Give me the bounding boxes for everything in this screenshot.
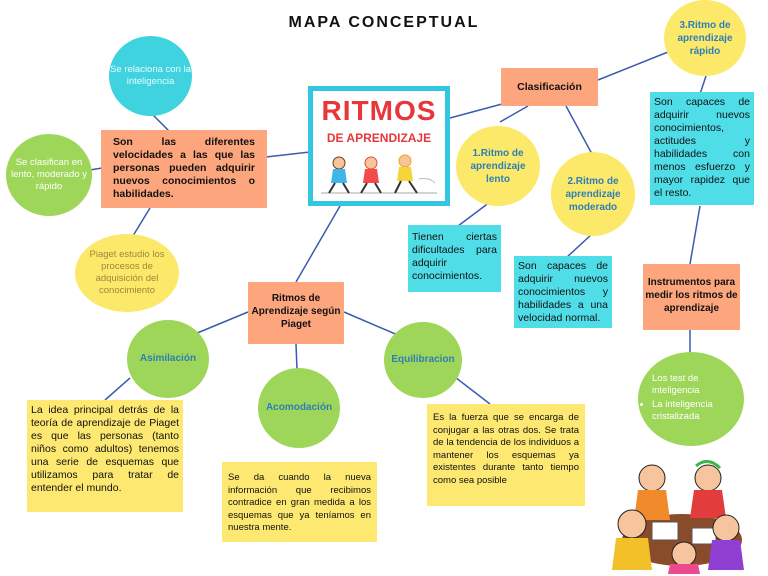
line-classified xyxy=(89,167,103,171)
moderate-rhythm-description: Son capaces de adquirir nuevos conocimie… xyxy=(514,256,612,328)
asimilacion-description: La idea principal detrás de la teoría de… xyxy=(27,400,183,512)
equilibracion-description: Es la fuerza que se encarga de conjugar … xyxy=(427,404,585,506)
acomodacion-label: Acomodación xyxy=(265,402,333,413)
classified-bubble: Se clasifican en lento, moderado y rápid… xyxy=(6,134,92,216)
line-equilibracion-desc xyxy=(450,373,491,405)
related-bubble: Se relaciona con la inteligencia xyxy=(109,36,192,116)
slow-rhythm-bubble: 1.Ritmo de aprendizaje lento xyxy=(456,126,540,206)
line-piaget xyxy=(295,205,341,283)
fast-rhythm-description: Son capaces de adquirir nuevos conocimie… xyxy=(650,92,754,205)
line-slow-desc xyxy=(457,201,491,227)
central-heading: RITMOS xyxy=(321,95,437,126)
moderate-rhythm-bubble: 2.Ritmo de aprendizaje moderado xyxy=(551,152,635,236)
line-moderate xyxy=(565,105,593,155)
instruments-list: Los test de inteligencia La inteligencia… xyxy=(638,373,744,425)
line-equilibracion xyxy=(343,311,401,337)
piaget-study-text: Piaget estudio los procesos de adquisici… xyxy=(89,249,165,296)
slow-rhythm-label: 1.Ritmo de aprendizaje lento xyxy=(470,147,526,185)
clasificacion-box: Clasificación xyxy=(501,68,598,106)
moderate-rhythm-label: 2.Ritmo de aprendizaje moderado xyxy=(565,175,621,213)
running-children-illustration xyxy=(321,154,437,194)
equilibracion-bubble: Equilibracion xyxy=(384,322,462,398)
line-fast xyxy=(597,51,669,81)
instrument-item: La inteligencia cristalizada xyxy=(652,399,744,423)
related-text: Se relaciona con la inteligencia xyxy=(110,64,191,87)
line-definition xyxy=(265,151,311,158)
piaget-box: Ritmos de Aprendizaje según Piaget xyxy=(248,282,344,344)
acomodacion-bubble: Acomodación xyxy=(258,368,340,448)
asimilacion-bubble: Asimilación xyxy=(127,320,209,398)
definition-box: Son las diferentes velocidades a las que… xyxy=(101,130,267,208)
line-asimilacion xyxy=(189,311,249,337)
piaget-study-bubble: Piaget estudio los procesos de adquisici… xyxy=(75,234,179,312)
fast-rhythm-bubble: 3.Ritmo de aprendizaje rápido xyxy=(664,0,746,76)
instrument-item: Los test de inteligencia xyxy=(652,373,744,397)
central-topic-card: RITMOS DE APRENDIZAJE xyxy=(308,86,450,206)
classified-text: Se clasifican en lento, moderado y rápid… xyxy=(10,157,88,192)
instruments-box: Instrumentos para medir los ritmos de ap… xyxy=(643,264,740,330)
slow-rhythm-description: Tienen ciertas dificultades para adquiri… xyxy=(408,225,501,292)
line-clasificacion xyxy=(449,103,503,119)
page-title: MAPA CONCEPTUAL xyxy=(288,14,480,31)
fast-rhythm-label: 3.Ritmo de aprendizaje rápido xyxy=(677,19,733,57)
equilibracion-label: Equilibracion xyxy=(391,354,455,365)
line-moderate-desc xyxy=(565,233,593,259)
line-acomodacion xyxy=(295,343,298,371)
asimilacion-label: Asimilación xyxy=(139,353,197,364)
central-subheading: DE APRENDIZAJE xyxy=(326,131,432,145)
line-slow xyxy=(499,105,529,123)
line-instruments xyxy=(689,205,701,265)
acomodacion-description: Se da cuando la nueva información que re… xyxy=(222,462,377,542)
instruments-bubble: Los test de inteligencia La inteligencia… xyxy=(638,352,744,446)
classroom-children-illustration xyxy=(612,460,744,574)
line-fast-desc xyxy=(699,75,707,95)
line-asimilacion-desc xyxy=(104,377,131,401)
